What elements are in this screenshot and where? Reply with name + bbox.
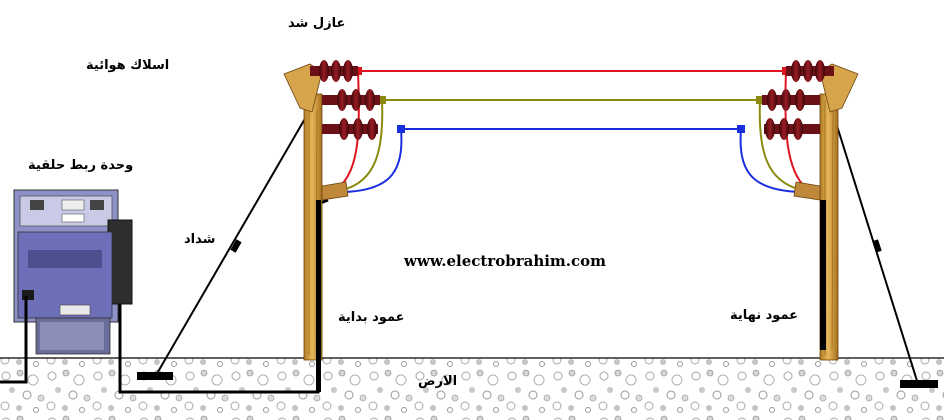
guy-wire-right [831,109,938,388]
strain-insulator-label: عازل شد [288,16,346,31]
guy-wire-left [137,109,311,380]
end-pole-label: عمود نهاية [730,308,799,323]
start-pole-label: عمود بداية [338,310,405,325]
ring-main-unit-label: وحدة ربط حلقية [28,158,134,173]
strain-insulators-left [310,60,380,140]
pole-ground-lead [316,200,321,392]
cable-termination-right [793,181,821,201]
phase-conductors [337,70,807,193]
guy-wire-label: شداد [184,232,216,247]
ground-label: الارض [418,374,458,389]
overhead-wires-label: اسلاك هوائية [86,58,170,73]
ring-main-unit [13,189,133,355]
ground-area [0,357,944,420]
strain-insulators-right [762,60,834,140]
cable-termination-left [321,181,349,201]
end-pole [819,63,859,361]
website-label: www.electrobrahim.com [404,252,607,270]
